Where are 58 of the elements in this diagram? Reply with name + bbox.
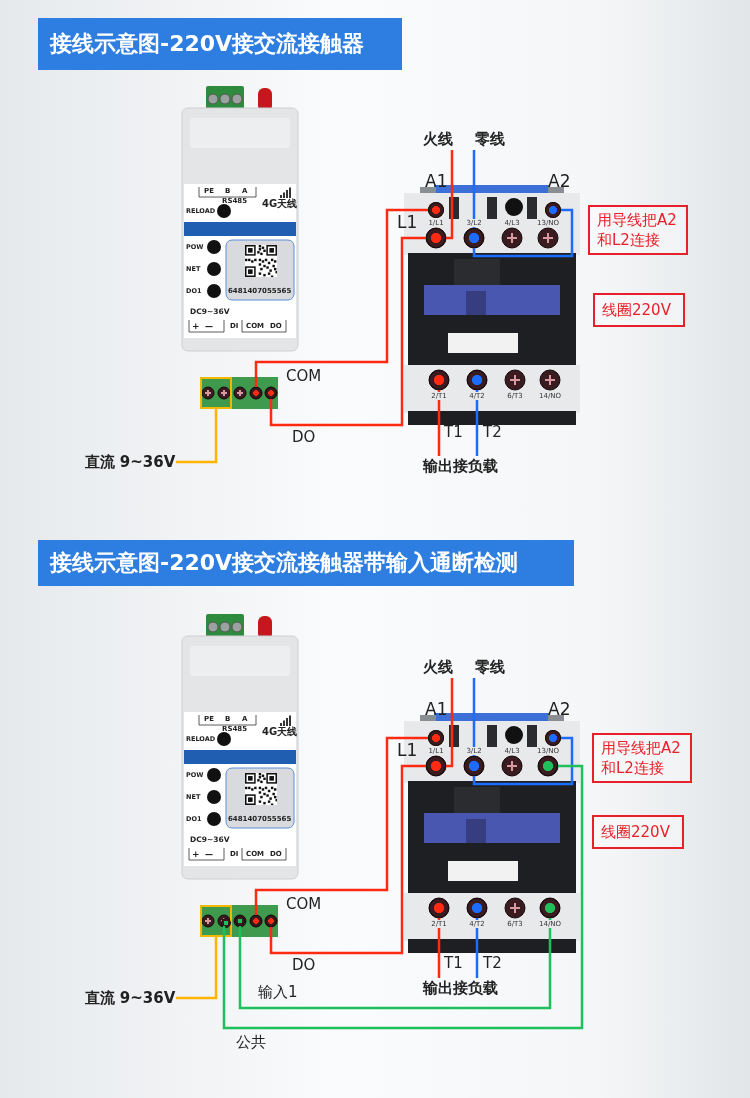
device-label: 4G天线 [262,727,298,737]
terminal-label: A1 [425,701,448,718]
section-title: 接线示意图-220V接交流接触器带输入通断检测 [38,540,574,586]
wire [472,678,476,756]
device-label: + [192,850,200,859]
device-label: + [192,322,200,331]
wire [472,150,476,228]
wire-label: 直流 9~36V [84,452,176,472]
wire-label: 输出接负载 [418,978,502,998]
edge-label: T1 [444,424,463,441]
wire [472,736,574,786]
wire [446,150,454,240]
wire [176,409,218,464]
edge-label: DO [292,429,316,446]
wire [475,390,479,458]
highlight-frame [200,905,232,937]
wire [254,208,428,387]
device-label: — [205,323,213,331]
edge-label: T2 [483,955,502,972]
wire [176,937,218,1000]
edge-label: 公共 [236,1034,266,1051]
note-box: 线圈220V [592,815,684,849]
terminal-label: A2 [548,173,571,190]
wire [437,918,441,980]
section-title: 接线示意图-220V接交流接触器 [38,18,402,70]
terminal-label: L1 [397,742,418,759]
screw-terminal [235,916,245,926]
edge-label: COM [286,368,322,385]
wire-label: 输出接负载 [418,456,502,476]
terminal-label: A2 [548,701,571,718]
device-label: 4G天线 [262,199,298,209]
edge-label: T2 [483,424,502,441]
screw-terminal [221,918,231,928]
wire [269,764,426,955]
wire [475,918,479,980]
edge-label: T1 [444,955,463,972]
edge-label: 输入1 [258,984,298,1001]
note-box: 线圈220V [593,293,685,327]
wire [222,764,584,1030]
wire [437,390,441,458]
wire-label: 直流 9~36V [84,988,176,1008]
device-label: — [205,851,213,859]
wire-label: 零线 [468,128,512,150]
wire-label: 零线 [468,656,512,678]
highlight-frame [200,377,232,409]
terminal-label: L1 [397,214,418,231]
edge-label: DO [292,957,316,974]
wire [472,208,574,258]
wire [238,918,552,1010]
terminal-label: A1 [425,173,448,190]
note-box: 用导线把A2和L2连接 [592,733,692,783]
wire-label: 火线 [418,656,458,678]
wire-label: 火线 [418,128,458,150]
note-box: 用导线把A2和L2连接 [588,205,688,255]
wire [446,678,454,768]
wire [254,736,428,915]
wire [269,236,426,427]
edge-label: COM [286,896,322,913]
